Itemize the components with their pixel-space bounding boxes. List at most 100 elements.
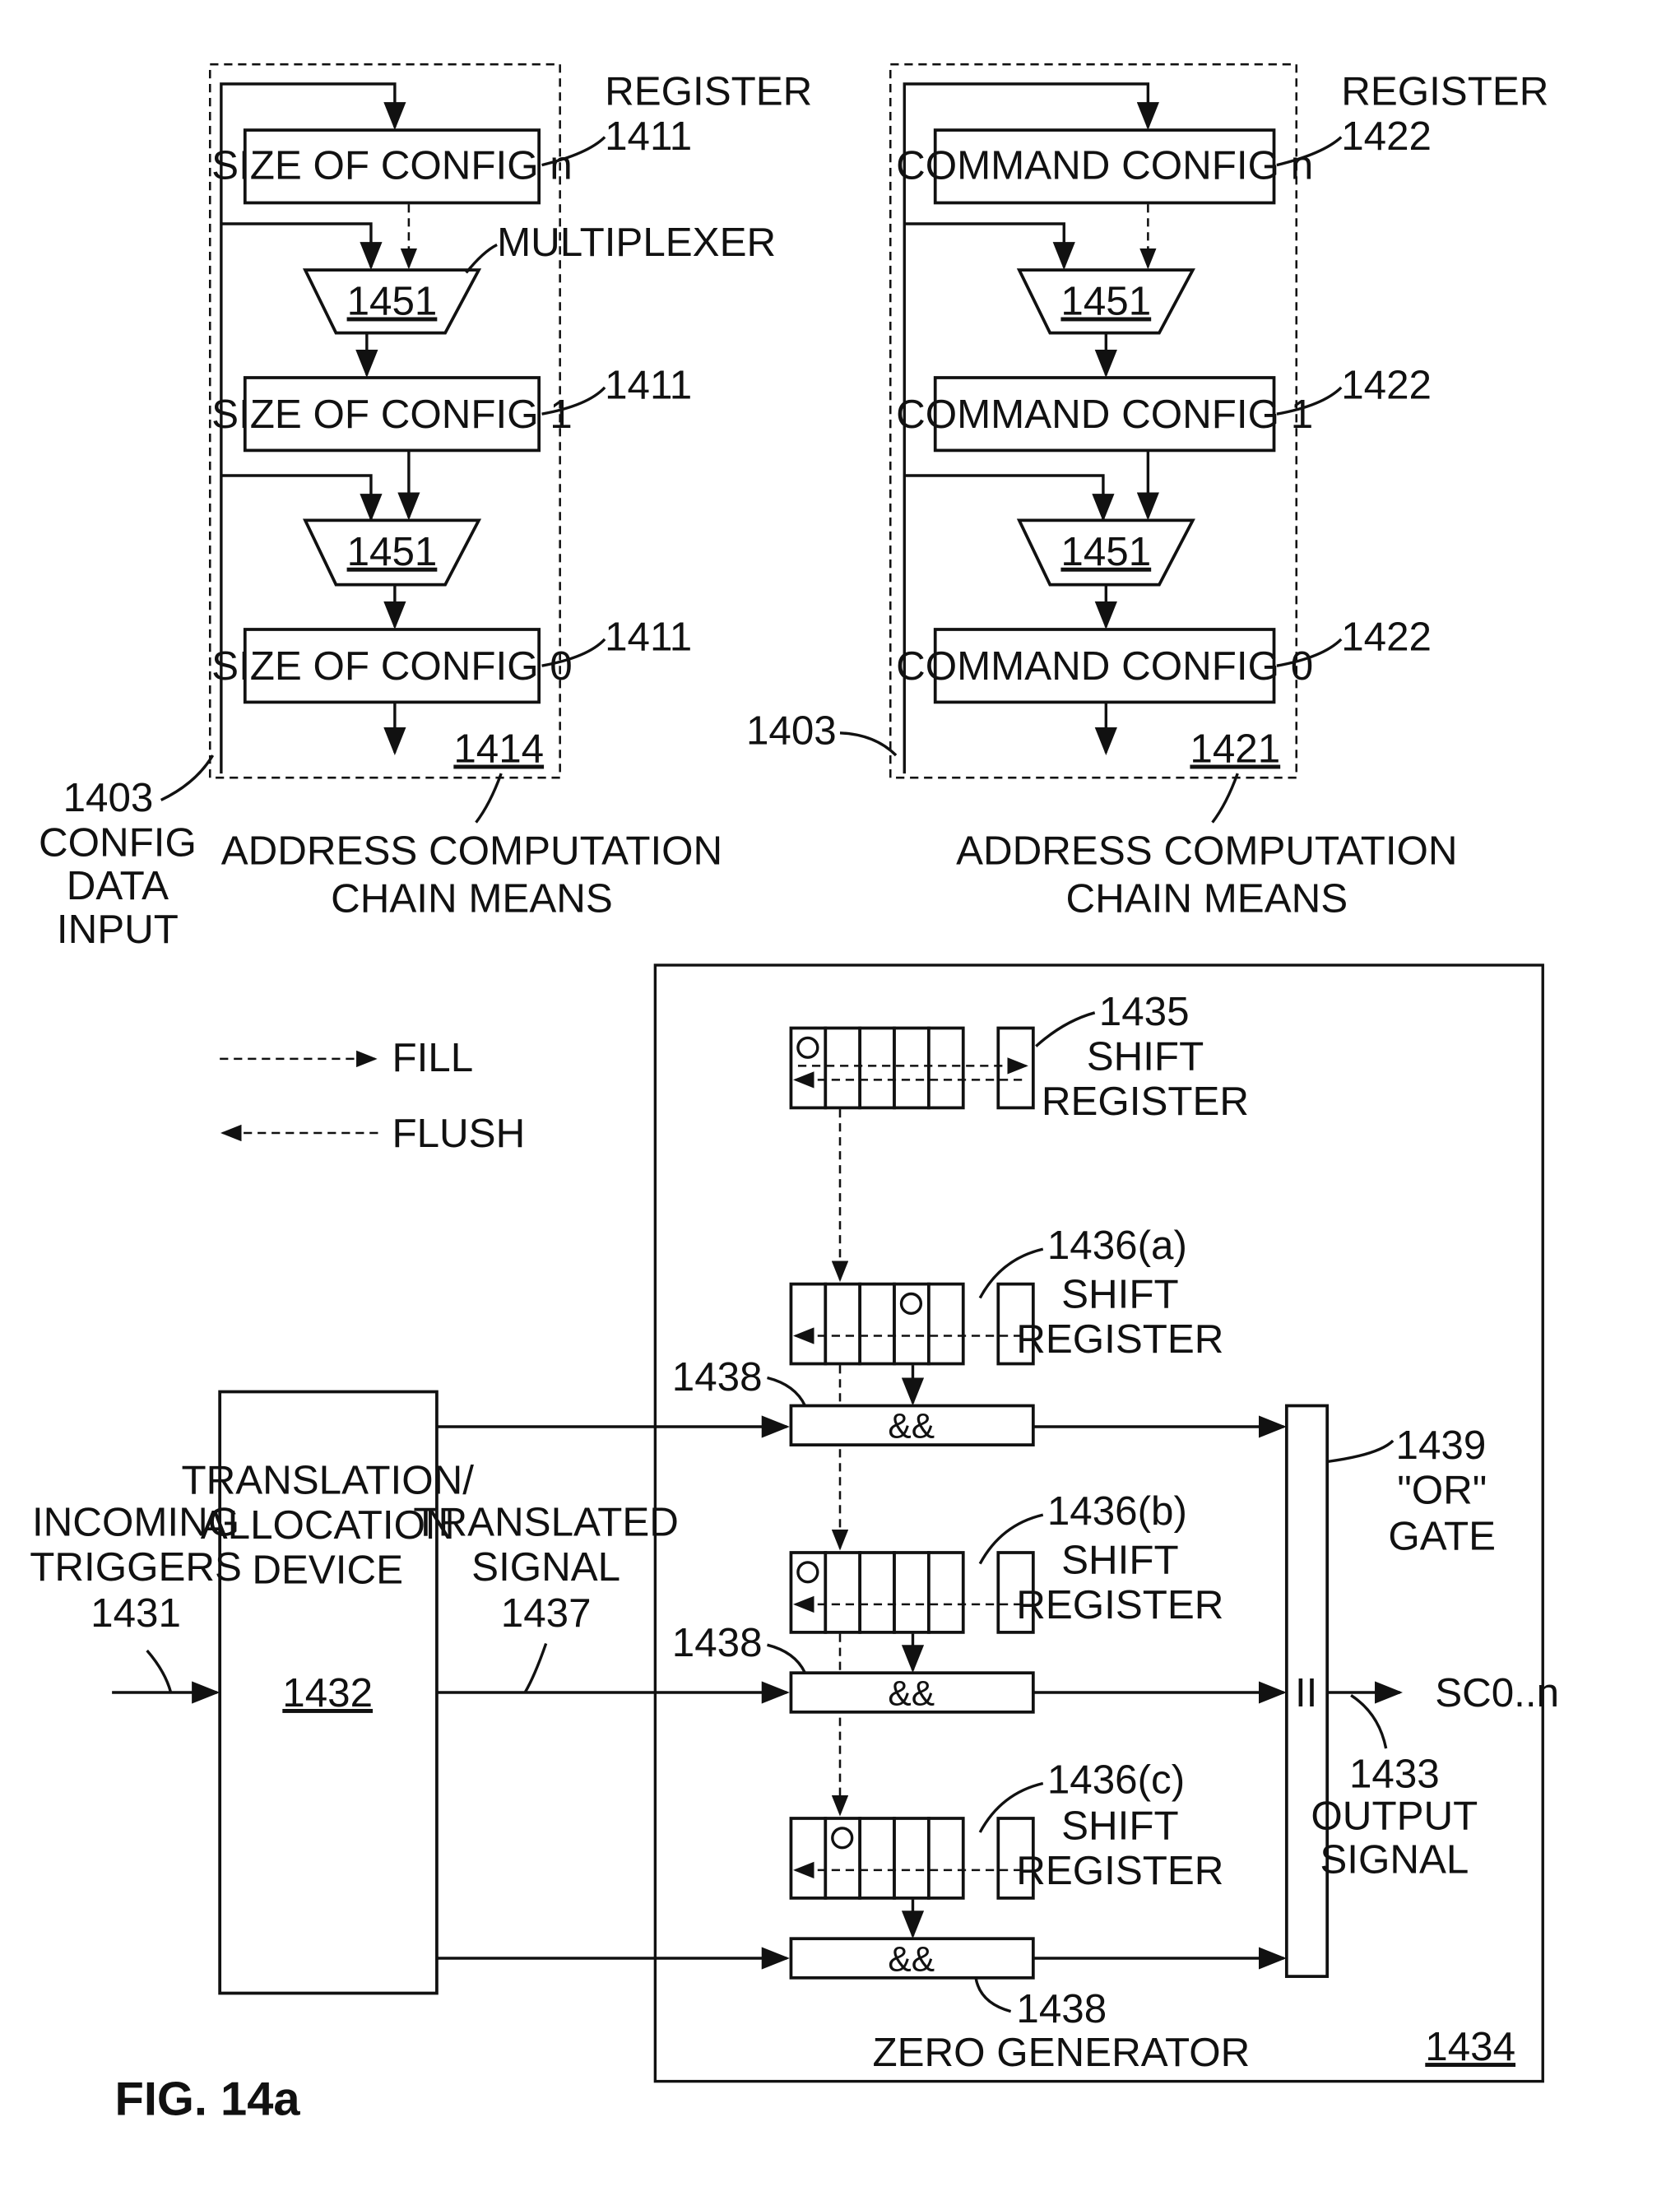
left-mux-1-ref: 1451 xyxy=(347,279,438,324)
or-caption-2: GATE xyxy=(1388,1514,1496,1559)
legend: FILL FLUSH xyxy=(220,1035,525,1156)
register-cell xyxy=(929,1818,963,1898)
register-cell xyxy=(894,1818,929,1898)
left-ref-0: 1411 xyxy=(605,615,692,660)
right-chain-caption-2: CHAIN MEANS xyxy=(1066,875,1348,921)
register-cell xyxy=(825,1818,860,1898)
left-ref-1: 1411 xyxy=(605,363,692,408)
device-label-3: DEVICE xyxy=(252,1547,403,1592)
translated-ref: 1437 xyxy=(501,1590,592,1636)
sr-c-caption-1: SHIFT xyxy=(1061,1804,1179,1849)
shift-register-1435 xyxy=(791,1028,1033,1108)
sr-1435-ref: 1435 xyxy=(1099,989,1190,1034)
right-ref-n: 1422 xyxy=(1341,114,1432,159)
translated-label-1: TRANSLATED xyxy=(413,1500,679,1545)
block-ref: 1434 xyxy=(1425,2024,1515,2069)
register-cell xyxy=(894,1284,929,1364)
register-cell xyxy=(860,1284,894,1364)
register-cell xyxy=(825,1553,860,1632)
shift-register-1436c xyxy=(791,1818,1033,1898)
incoming-label-1: INCOMING xyxy=(32,1500,239,1545)
register-cell xyxy=(825,1028,860,1108)
right-register-n-label: COMMAND CONFIG n xyxy=(896,143,1313,188)
output-caption-1: OUTPUT xyxy=(1311,1794,1478,1839)
input-caption-2: DATA xyxy=(67,863,169,908)
sr-1435-caption-1: SHIFT xyxy=(1087,1034,1204,1079)
legend-flush-label: FLUSH xyxy=(392,1111,525,1156)
sr-c-ref: 1436(c) xyxy=(1047,1757,1185,1802)
shift-register-1436b xyxy=(791,1553,1033,1632)
register-cell xyxy=(929,1553,963,1632)
right-chain-caption-1: ADDRESS COMPUTATION xyxy=(956,829,1457,874)
sr-b-ref: 1436(b) xyxy=(1047,1488,1187,1534)
right-address-chain: COMMAND CONFIG n 1451 COMMAND CONFIG 1 1… xyxy=(746,64,1548,921)
zero-generator-label: ZERO GENERATOR xyxy=(873,2030,1251,2075)
and-a-ref: 1438 xyxy=(672,1354,763,1400)
register-cell xyxy=(825,1284,860,1364)
left-mux-caption: MULTIPLEXER xyxy=(497,220,776,265)
incoming-label-2: TRIGGERS xyxy=(30,1544,242,1590)
left-chain-ref: 1414 xyxy=(453,727,544,772)
register-cell xyxy=(860,1818,894,1898)
figure-label: FIG. 14a xyxy=(115,2073,301,2125)
left-address-chain: SIZE OF CONFIG n 1451 SIZE OF CONFIG 1 1… xyxy=(39,64,812,952)
translated-label-2: SIGNAL xyxy=(471,1544,620,1590)
sr-b-caption-1: SHIFT xyxy=(1061,1538,1179,1583)
device-label-1: TRANSLATION/ xyxy=(181,1458,474,1503)
left-ref-n: 1411 xyxy=(605,114,692,159)
right-mux-1-ref: 1451 xyxy=(1060,279,1151,324)
register-cell xyxy=(791,1553,825,1632)
sr-a-caption-1: SHIFT xyxy=(1061,1272,1179,1317)
or-caption-1: "OR" xyxy=(1397,1468,1487,1513)
right-register-0-label: COMMAND CONFIG 0 xyxy=(896,643,1313,689)
register-cell xyxy=(791,1028,825,1108)
left-mux-2-ref: 1451 xyxy=(347,529,438,574)
left-register-1-label: SIZE OF CONFIG 1 xyxy=(211,392,573,437)
output-caption-2: SIGNAL xyxy=(1320,1836,1469,1882)
register-cell xyxy=(791,1818,825,1898)
right-input-ref: 1403 xyxy=(746,708,837,753)
shift-register-1436a xyxy=(791,1284,1033,1364)
input-caption-1: CONFIG xyxy=(39,819,197,865)
and-b-ref: 1438 xyxy=(672,1620,763,1665)
and-c-ref: 1438 xyxy=(1016,1986,1107,2031)
register-cell xyxy=(860,1028,894,1108)
right-mux-2-ref: 1451 xyxy=(1060,529,1151,574)
incoming-ref: 1431 xyxy=(90,1590,181,1636)
and-b-symbol: && xyxy=(888,1674,935,1713)
output-label: SC0..n xyxy=(1435,1670,1559,1716)
or-symbol: II xyxy=(1295,1670,1317,1716)
right-ref-0: 1422 xyxy=(1341,615,1432,660)
register-cell xyxy=(894,1028,929,1108)
register-cell xyxy=(860,1553,894,1632)
device-ref: 1432 xyxy=(282,1670,373,1716)
left-input-ref: 1403 xyxy=(63,775,154,820)
register-cell xyxy=(894,1553,929,1632)
left-chain-caption-1: ADDRESS COMPUTATION xyxy=(221,829,722,874)
sr-a-caption-2: REGISTER xyxy=(1016,1316,1223,1362)
right-register-1-label: COMMAND CONFIG 1 xyxy=(896,392,1313,437)
register-cell xyxy=(929,1028,963,1108)
left-chain-caption-2: CHAIN MEANS xyxy=(331,875,613,921)
register-cell xyxy=(791,1284,825,1364)
right-chain-ref: 1421 xyxy=(1190,727,1280,772)
left-register-n-label: SIZE OF CONFIG n xyxy=(211,143,573,188)
right-ref-1: 1422 xyxy=(1341,363,1432,408)
register-extra-cell xyxy=(998,1028,1033,1108)
output-ref: 1433 xyxy=(1349,1752,1440,1797)
input-caption-3: INPUT xyxy=(57,907,179,952)
left-register-0-label: SIZE OF CONFIG 0 xyxy=(211,643,573,689)
sr-c-caption-2: REGISTER xyxy=(1016,1848,1223,1893)
legend-fill-label: FILL xyxy=(392,1035,473,1080)
and-a-symbol: && xyxy=(888,1408,935,1446)
or-ref: 1439 xyxy=(1396,1423,1487,1468)
and-c-symbol: && xyxy=(888,1940,935,1979)
sr-1435-caption-2: REGISTER xyxy=(1042,1079,1249,1124)
register-cell xyxy=(929,1284,963,1364)
sr-b-caption-2: REGISTER xyxy=(1016,1582,1223,1627)
sr-a-ref: 1436(a) xyxy=(1047,1223,1187,1268)
right-register-caption: REGISTER xyxy=(1341,69,1548,114)
left-register-caption: REGISTER xyxy=(605,69,812,114)
